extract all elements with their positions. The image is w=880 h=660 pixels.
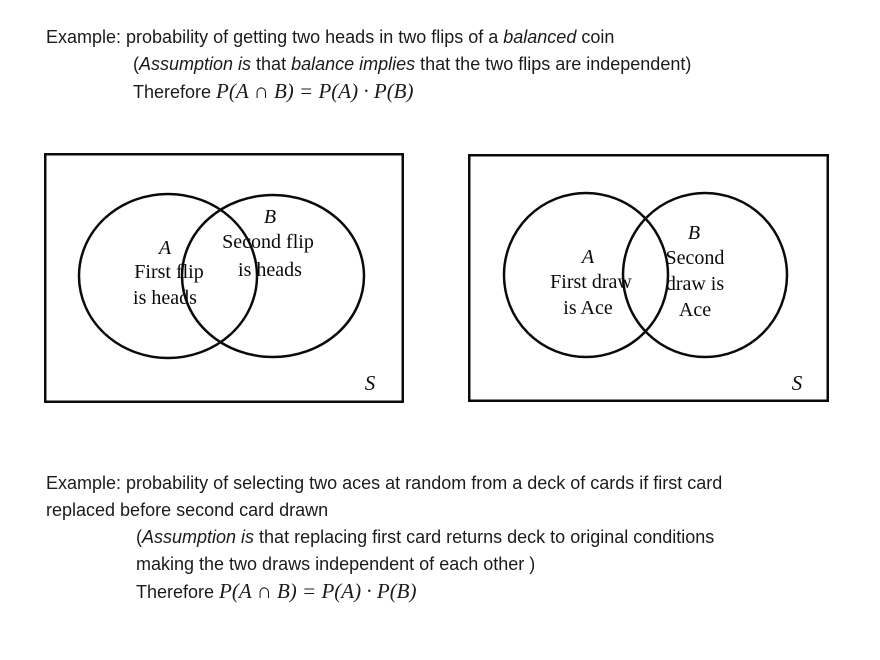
sample-space-box bbox=[468, 154, 829, 402]
event-b-caption-line-1: Second flip bbox=[222, 231, 314, 253]
text-segment: ( bbox=[136, 527, 142, 547]
event-b-caption-line-3: Ace bbox=[679, 299, 711, 321]
event-b-circle bbox=[621, 191, 789, 359]
text-segment: Example: probability of selecting two ac… bbox=[46, 473, 723, 493]
sample-space-label: S bbox=[365, 371, 376, 395]
text-segment: Therefore bbox=[133, 82, 217, 102]
event-b-caption-line-2: is heads bbox=[238, 259, 302, 281]
event-b-circle bbox=[180, 193, 366, 359]
event-a-caption-line-2: is Ace bbox=[563, 297, 613, 319]
event-a-caption-line-1: First flip bbox=[134, 261, 203, 283]
text-segment-italic: Assumption is bbox=[139, 54, 252, 74]
event-a-circle bbox=[502, 191, 670, 359]
event-b-label: B bbox=[264, 206, 276, 228]
text-segment: coin bbox=[576, 27, 615, 47]
top-example-block: Example: probability of getting two head… bbox=[46, 24, 691, 106]
text-segment: Example: probability of getting two head… bbox=[46, 27, 504, 47]
bottom-example-line-4: making the two draws independent of each… bbox=[136, 551, 722, 578]
event-a-caption-line-2: is heads bbox=[133, 287, 197, 309]
text-segment-italic: balance implies bbox=[291, 54, 416, 74]
venn-diagram-coin-flips: A First flip is heads B Second flip is h… bbox=[44, 153, 404, 403]
venn-diagram-card-draws: A First draw is Ace B Second draw is Ace… bbox=[468, 154, 829, 402]
event-b-label: B bbox=[688, 222, 700, 244]
text-segment: replaced before second card drawn bbox=[46, 500, 329, 520]
sample-space-label: S bbox=[792, 371, 803, 395]
independence-formula: P(A ∩ B) = P(A) · P(B) bbox=[219, 579, 417, 603]
bottom-example-block: Example: probability of selecting two ac… bbox=[46, 470, 722, 606]
independence-formula: P(A ∩ B) = P(A) · P(B) bbox=[216, 79, 414, 103]
top-example-line-1: Example: probability of getting two head… bbox=[46, 24, 691, 51]
bottom-example-line-2: replaced before second card drawn bbox=[46, 497, 722, 524]
text-segment: ( bbox=[133, 54, 139, 74]
bottom-example-line-5: Therefore P(A ∩ B) = P(A) · P(B) bbox=[136, 578, 722, 606]
event-a-caption-line-1: First draw bbox=[550, 271, 632, 293]
top-example-line-2: (Assumption is that balance implies that… bbox=[133, 51, 691, 78]
text-segment: Therefore bbox=[136, 582, 220, 602]
event-b-caption-line-1: Second bbox=[666, 247, 725, 269]
text-segment: making the two draws independent of each… bbox=[136, 554, 536, 574]
bottom-example-line-1: Example: probability of selecting two ac… bbox=[46, 470, 722, 497]
event-a-label: A bbox=[157, 237, 172, 259]
text-segment: that bbox=[251, 54, 292, 74]
event-a-label: A bbox=[580, 246, 595, 268]
top-example-line-3: Therefore P(A ∩ B) = P(A) · P(B) bbox=[133, 78, 691, 106]
text-segment: that the two flips are independent) bbox=[415, 54, 692, 74]
text-segment: that replacing first card returns deck t… bbox=[254, 527, 715, 547]
sample-space-box bbox=[44, 153, 404, 403]
event-b-caption-line-2: draw is bbox=[666, 273, 725, 295]
text-segment-italic: Assumption is bbox=[142, 527, 255, 547]
event-a-circle bbox=[77, 192, 259, 360]
bottom-example-line-3: (Assumption is that replacing first card… bbox=[136, 524, 722, 551]
text-segment-italic: balanced bbox=[503, 27, 577, 47]
